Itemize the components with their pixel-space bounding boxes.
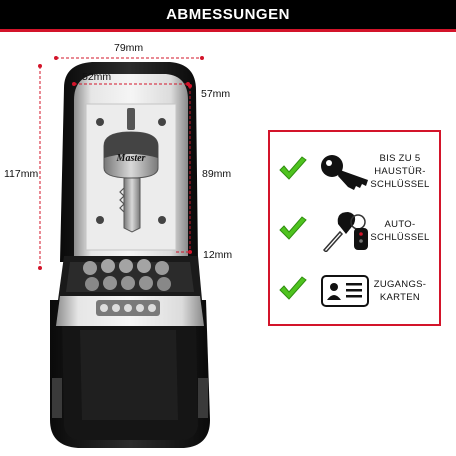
- header-title: ABMESSUNGEN: [166, 6, 290, 23]
- feature-label-line: AUTO-: [384, 219, 416, 230]
- header-bar: ABMESSUNGEN: [0, 0, 456, 32]
- feature-label-line: ZUGANGS-: [373, 279, 427, 290]
- feature-label-line: SCHLÜSSEL: [370, 232, 430, 243]
- feature-label-line: KARTEN: [379, 292, 421, 303]
- feature-label-line: HAUSTÜR-: [374, 166, 426, 177]
- feature-car-keys: AUTO- SCHLÜSSEL: [270, 206, 439, 256]
- feature-label-car-keys: AUTO- SCHLÜSSEL: [367, 218, 433, 244]
- feature-label-line: BIS ZU 5: [379, 153, 421, 164]
- check-icon: [279, 276, 307, 300]
- key-logo-text: Master: [116, 153, 146, 164]
- check-icon: [279, 216, 307, 240]
- house-key-icon: [321, 155, 368, 190]
- feature-label-line: SCHLÜSSEL: [370, 179, 430, 190]
- dim-depth: 12mm: [203, 249, 233, 261]
- features-panel: BIS ZU 5 HAUSTÜR- SCHLÜSSEL AUTO- SCHLÜS…: [268, 130, 441, 326]
- dim-top-section: 57mm: [201, 88, 231, 100]
- feature-access-cards: ZUGANGS- KARTEN: [270, 266, 439, 316]
- feature-label-house-keys: BIS ZU 5 HAUSTÜR- SCHLÜSSEL: [367, 152, 433, 191]
- dim-width-outer: 79mm: [114, 42, 144, 54]
- dim-height-outer: 117mm: [4, 168, 39, 180]
- car-key-icon: [322, 212, 368, 252]
- feature-label-access-cards: ZUGANGS- KARTEN: [367, 278, 433, 304]
- dim-width-inner: 52mm: [82, 71, 112, 83]
- dim-height-inner: 89mm: [202, 168, 232, 180]
- check-icon: [279, 156, 307, 180]
- feature-house-keys: BIS ZU 5 HAUSTÜR- SCHLÜSSEL: [270, 146, 439, 196]
- access-card-icon: [321, 275, 369, 307]
